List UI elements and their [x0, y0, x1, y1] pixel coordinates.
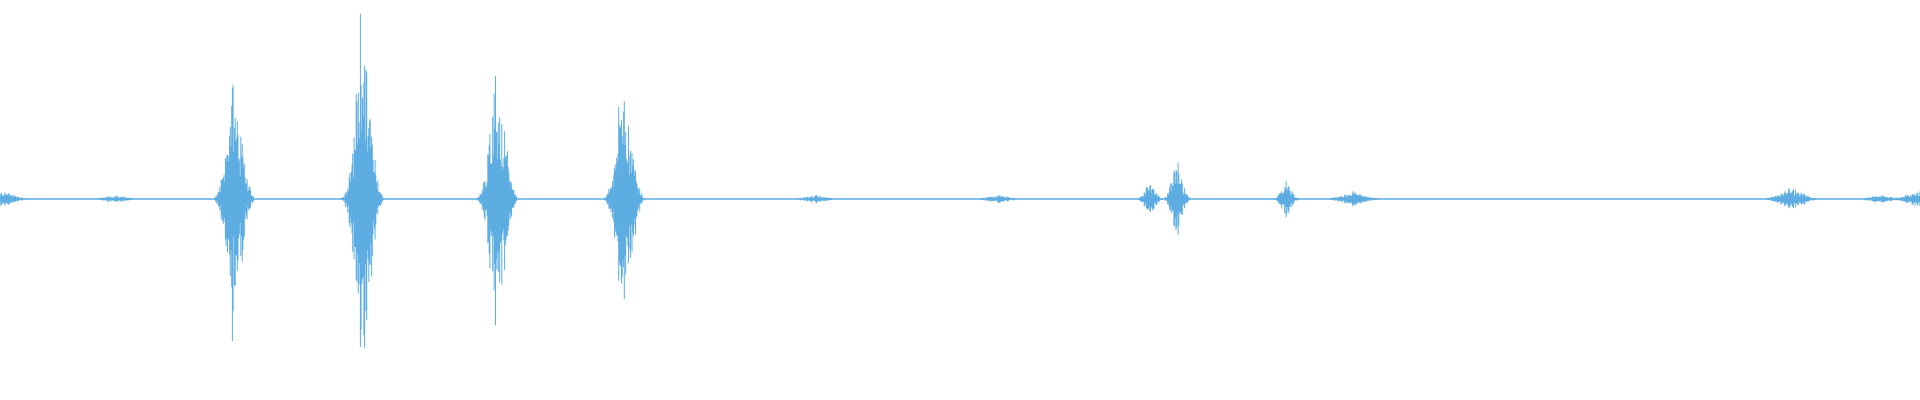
waveform-burst	[86, 195, 147, 202]
waveform-burst	[968, 195, 1029, 203]
waveform-burst	[339, 13, 384, 348]
waveform-burst	[785, 195, 847, 204]
waveform-burst	[0, 192, 35, 206]
waveform-burst	[1162, 162, 1192, 235]
waveform-bursts	[0, 13, 1920, 348]
waveform-burst	[1136, 185, 1165, 212]
waveform-burst	[1272, 180, 1301, 218]
waveform-burst	[601, 101, 646, 300]
waveform-burst	[210, 84, 256, 341]
waveform-burst	[1320, 191, 1386, 207]
waveform-burst	[1885, 191, 1920, 207]
waveform-burst	[1759, 188, 1825, 209]
waveform-burst	[474, 76, 519, 326]
